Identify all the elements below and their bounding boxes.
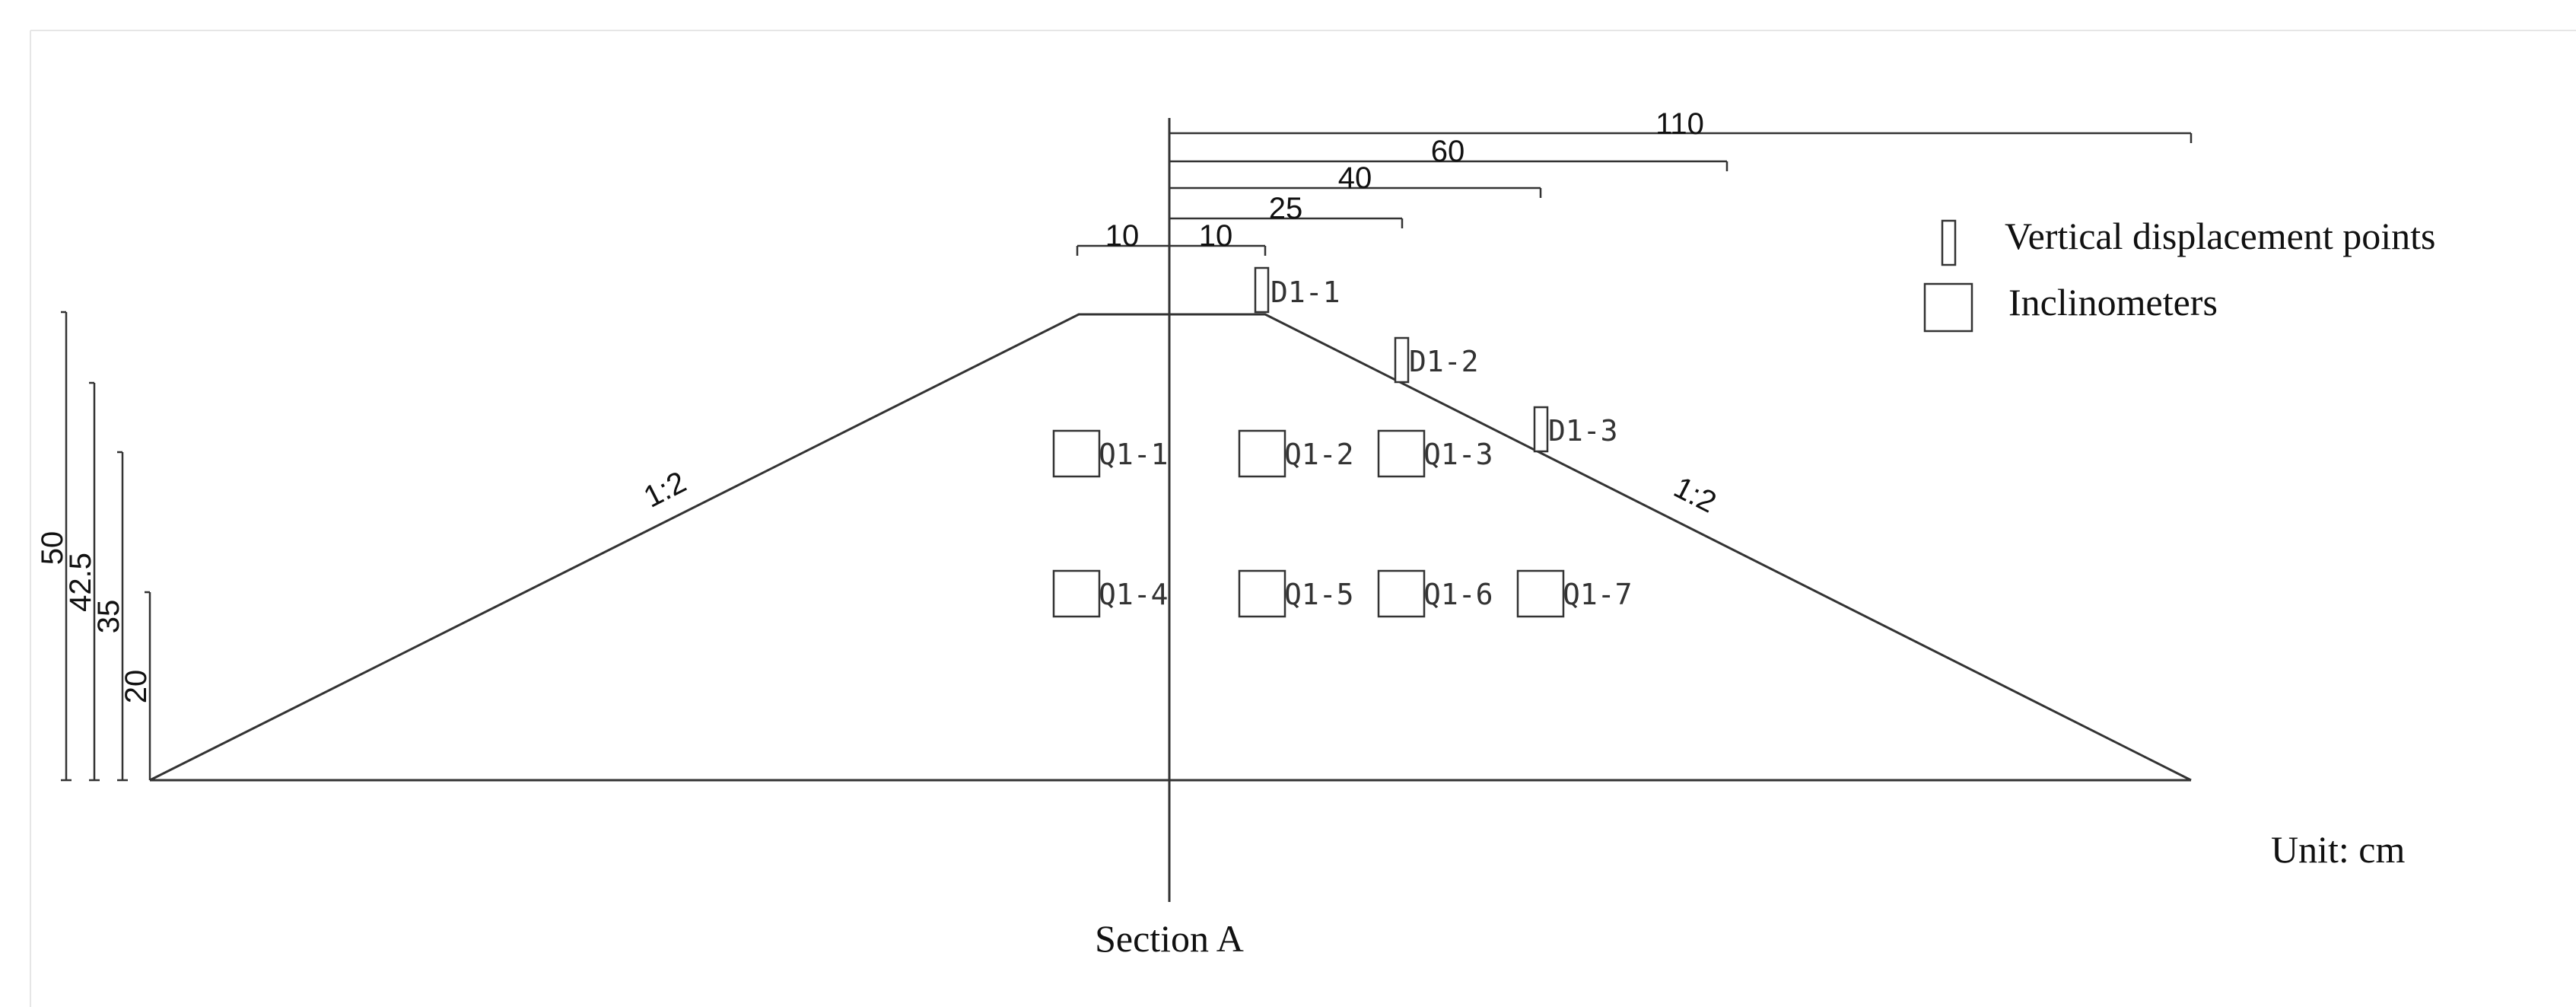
unit-label: Unit: cm <box>2271 828 2405 871</box>
dim-110: 110 <box>1655 107 1704 141</box>
inclinometer-marker <box>1516 569 1565 618</box>
dim-10-right: 10 <box>1199 219 1233 253</box>
inclinometer-label: Q1-5 <box>1284 578 1354 611</box>
inclinometer-marker <box>1377 569 1426 618</box>
dim-40: 40 <box>1338 161 1372 195</box>
vertical-point-label: D1-3 <box>1548 414 1618 448</box>
left-dimensions <box>61 311 151 782</box>
vertical-point-label: D1-1 <box>1271 276 1340 309</box>
inclinometer-label: Q1-7 <box>1563 578 1633 611</box>
inclinometer-marker <box>1238 429 1286 478</box>
slope-label-right: 1:2 <box>1668 470 1722 519</box>
dim-50: 50 <box>36 531 69 566</box>
inclinometer-marker <box>1238 569 1286 618</box>
dim-35: 35 <box>92 600 126 634</box>
dim-42-5: 42.5 <box>64 553 97 612</box>
legend: Vertical displacement points Inclinomete… <box>1923 215 2436 333</box>
slope-label-left: 1:2 <box>638 465 692 514</box>
vertical-point-label: D1-2 <box>1409 345 1479 378</box>
dim-60: 60 <box>1431 135 1465 168</box>
legend-vertical-point-label: Vertical displacement points <box>2005 215 2436 257</box>
legend-inclinometer-label: Inclinometers <box>2008 281 2218 323</box>
inclinometer-label: Q1-4 <box>1099 578 1169 611</box>
vertical-point-marker <box>1394 336 1410 384</box>
vertical-point-marker <box>1254 266 1270 314</box>
dim-25: 25 <box>1269 192 1303 225</box>
legend-inclinometer-icon <box>1923 282 1973 333</box>
dim-20: 20 <box>119 670 153 704</box>
top-dimensions <box>1076 132 2193 256</box>
inclinometer-label: Q1-1 <box>1099 438 1169 471</box>
legend-vertical-point-icon <box>1941 219 1957 266</box>
section-label: Section A <box>1095 917 1244 960</box>
inclinometer-label: Q1-3 <box>1423 438 1493 471</box>
vertical-point-marker <box>1533 406 1549 453</box>
inclinometer-label: Q1-6 <box>1423 578 1493 611</box>
inclinometer-label: Q1-2 <box>1284 438 1354 471</box>
dim-10-left: 10 <box>1105 219 1140 253</box>
inclinometer-marker <box>1377 429 1426 478</box>
embankment-outline <box>149 313 2192 782</box>
inclinometer-marker <box>1052 429 1101 478</box>
inclinometer-marker <box>1052 569 1101 618</box>
